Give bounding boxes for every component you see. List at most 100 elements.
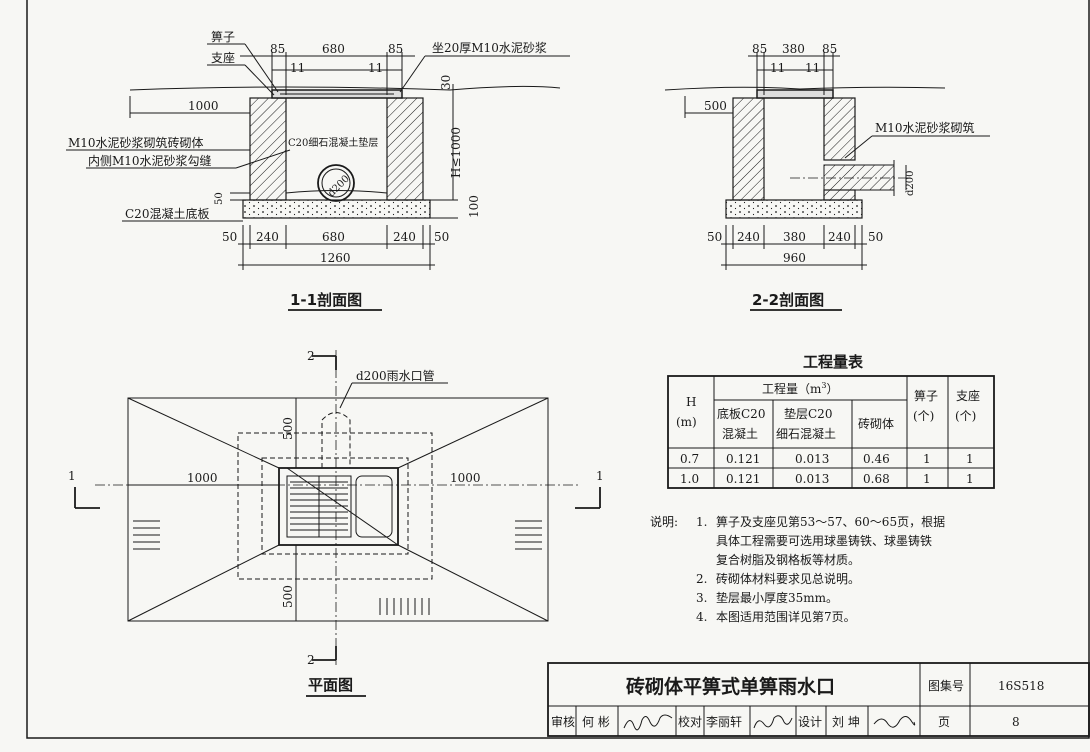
dim2-b380: 380 <box>783 230 806 244</box>
page-label: 页 <box>938 715 950 729</box>
th-grate: 箅子 <box>914 388 938 403</box>
dim-top-85b: 85 <box>388 42 403 56</box>
dim2-b240b: 240 <box>828 230 851 244</box>
note-num: 1. <box>696 515 707 529</box>
th-cushion: 垫层C20 <box>784 406 832 421</box>
wall-joint-label: 内侧M10水泥砂浆勾缝 <box>88 153 212 168</box>
grate-label: 箅子 <box>211 29 235 44</box>
dim-b240a: 240 <box>256 230 279 244</box>
note-num: 4. <box>696 610 707 624</box>
dim2-top-85a: 85 <box>752 42 767 56</box>
dim2-top-85b: 85 <box>822 42 837 56</box>
base-slab <box>242 199 431 219</box>
dim-b680: 680 <box>322 230 345 244</box>
plan-outer-area <box>127 397 549 622</box>
title-block: 砖砌体平箅式单箅雨水口 图集号 16S518 页 8 审核 何 彬 校对 李丽轩… <box>547 662 1090 737</box>
plan-dim-left-1000: 1000 <box>187 471 218 485</box>
th-grate-unit: (个) <box>913 409 934 423</box>
dim-total-1260: 1260 <box>320 251 351 265</box>
dim-top-85a: 85 <box>270 42 285 56</box>
dim-b50b: 50 <box>434 230 449 244</box>
wall-label: M10水泥砂浆砌筑砖砌体 <box>68 135 204 150</box>
section-1-1-title: 1-1剖面图 <box>290 291 362 309</box>
dim2-total-960: 960 <box>783 251 806 265</box>
dim-top-680: 680 <box>322 42 345 56</box>
base-label: C20混凝土底板 <box>125 206 209 221</box>
dim2-top-380: 380 <box>782 42 805 56</box>
th-group: 工程量（m3） <box>762 381 839 396</box>
page-number: 8 <box>1012 715 1020 729</box>
left-brick-wall <box>249 97 287 201</box>
review-label: 审核 <box>551 714 575 729</box>
plan-title: 平面图 <box>308 676 353 694</box>
sheet-border <box>26 0 1090 739</box>
dim2-b50b: 50 <box>868 230 883 244</box>
note-text: 砖砌体材料要求见总说明。 <box>716 571 860 586</box>
table-cell: 1 <box>923 452 931 466</box>
marker-1-right: 1 <box>596 469 604 483</box>
marker-2-top: 2 <box>307 349 315 363</box>
table-cell: 0.013 <box>795 472 829 486</box>
dim-b50a: 50 <box>222 230 237 244</box>
quantity-table: 工程量表 H (m) 工程量（m3） 底板C20 混凝土 垫层C20 细石混凝土… <box>667 353 995 489</box>
th-base: 底板C20 <box>717 406 765 421</box>
dim-50-side: 50 <box>214 192 225 205</box>
atlas-label: 图集号 <box>928 678 964 693</box>
dim2-top-11a: 11 <box>770 61 785 75</box>
note-num: 3. <box>696 591 707 605</box>
plan-view: d200雨水口管 1000 1000 500 500 <box>68 349 604 697</box>
pipe-label-plan: d200雨水口管 <box>356 368 435 383</box>
plan-dashed-outer <box>237 432 433 580</box>
dim-left-1000: 1000 <box>188 99 219 113</box>
left-brick-wall-2 <box>732 97 765 201</box>
plan-dim-bottom-500: 500 <box>281 585 295 608</box>
dim-b240b: 240 <box>393 230 416 244</box>
th-seat-unit: (个) <box>955 409 976 423</box>
table-cell: 1 <box>966 452 974 466</box>
height-label: H≤1000 <box>449 127 463 178</box>
table-cell: 0.013 <box>795 452 829 466</box>
th-h-unit: (m) <box>676 415 697 429</box>
grate-2 <box>756 89 834 99</box>
marker-1-left: 1 <box>68 469 76 483</box>
dim2-top-11b: 11 <box>805 61 820 75</box>
outlet-pipe <box>823 164 895 191</box>
cushion-label: C20细石混凝土垫层 <box>288 136 378 149</box>
note-text: 箅子及支座见第53～57、60～65页，根据 <box>716 514 945 529</box>
mortar-bed-label: 坐20厚M10水泥砂浆 <box>432 40 547 55</box>
notes: 说明: 1. 箅子及支座见第53～57、60～65页，根据 具体工程需要可选用球… <box>650 514 945 624</box>
note-text: 具体工程需要可选用球墨铸铁、球墨铸铁 <box>716 533 932 548</box>
table-cell: 0.121 <box>726 452 760 466</box>
check-signature <box>753 715 793 729</box>
check-label: 校对 <box>678 714 702 729</box>
note-text: 复合树脂及钢格板等材质。 <box>716 552 860 567</box>
design-label: 设计 <box>798 715 822 729</box>
right-brick-wall-2 <box>823 97 856 161</box>
table-cell: 1 <box>966 472 974 486</box>
section-2-2-title: 2-2剖面图 <box>752 291 824 309</box>
seat-label: 支座 <box>211 50 235 65</box>
table-cell: 1.0 <box>680 472 699 486</box>
wall-label-2: M10水泥砂浆砌筑 <box>875 120 975 135</box>
table-cell: 0.46 <box>863 452 890 466</box>
dim-top-11b: 11 <box>368 61 383 75</box>
th-base-2: 混凝土 <box>722 426 758 441</box>
design-signature <box>873 716 916 728</box>
dim2-b240a: 240 <box>737 230 760 244</box>
th-cushion-2: 细石混凝土 <box>776 426 836 441</box>
note-num: 2. <box>696 572 707 586</box>
base-slab-2 <box>725 199 863 219</box>
table-cell: 0.121 <box>726 472 760 486</box>
section-2-2: d200 M10水泥砂浆砌筑 85 380 85 11 11 500 50 24… <box>664 42 990 311</box>
note-text: 垫层最小厚度35mm。 <box>716 590 838 605</box>
notes-prefix: 说明: <box>650 514 678 529</box>
dim2-b50a: 50 <box>707 230 722 244</box>
atlas-number: 16S518 <box>998 679 1044 693</box>
dim-top-11a: 11 <box>290 61 305 75</box>
dim2-left-500: 500 <box>704 99 727 113</box>
th-brick: 砖砌体 <box>858 416 894 431</box>
note-text: 本图适用范围详见第7页。 <box>716 609 856 624</box>
review-signature <box>623 714 673 731</box>
plan-dim-top-500: 500 <box>281 417 295 440</box>
